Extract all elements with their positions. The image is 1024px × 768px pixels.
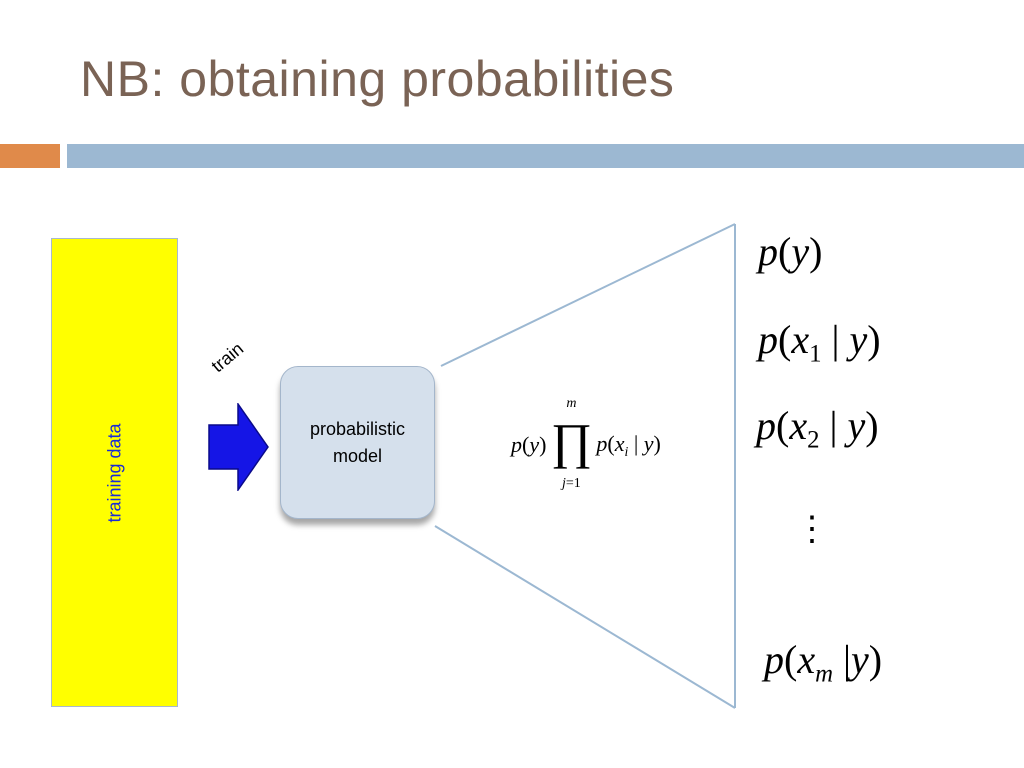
accent-bar-orange <box>0 144 60 168</box>
formula-conditional-xm: p(xm |y) <box>764 637 883 688</box>
formula-conditional-x1: p(x1 | y) <box>758 317 881 368</box>
model-label-line2: model <box>332 445 382 466</box>
vertical-ellipsis: ⋮ <box>795 511 829 548</box>
probabilistic-model-box: probabilistic model <box>280 366 435 519</box>
model-label-line1: probabilistic <box>309 419 406 440</box>
upper-expansion-line <box>440 223 736 367</box>
formula-conditional-x2: p(x2 | y) <box>756 403 879 454</box>
product-operator: m∏j=1 <box>550 396 592 491</box>
slide-title: NB: obtaining probabilities <box>80 51 675 107</box>
training-data-box: training data <box>51 238 178 707</box>
lower-expansion-line <box>434 525 736 709</box>
formula-prior: p(y) <box>758 229 823 274</box>
accent-bar-blue <box>67 144 1024 168</box>
right-arrow-icon <box>208 403 269 491</box>
